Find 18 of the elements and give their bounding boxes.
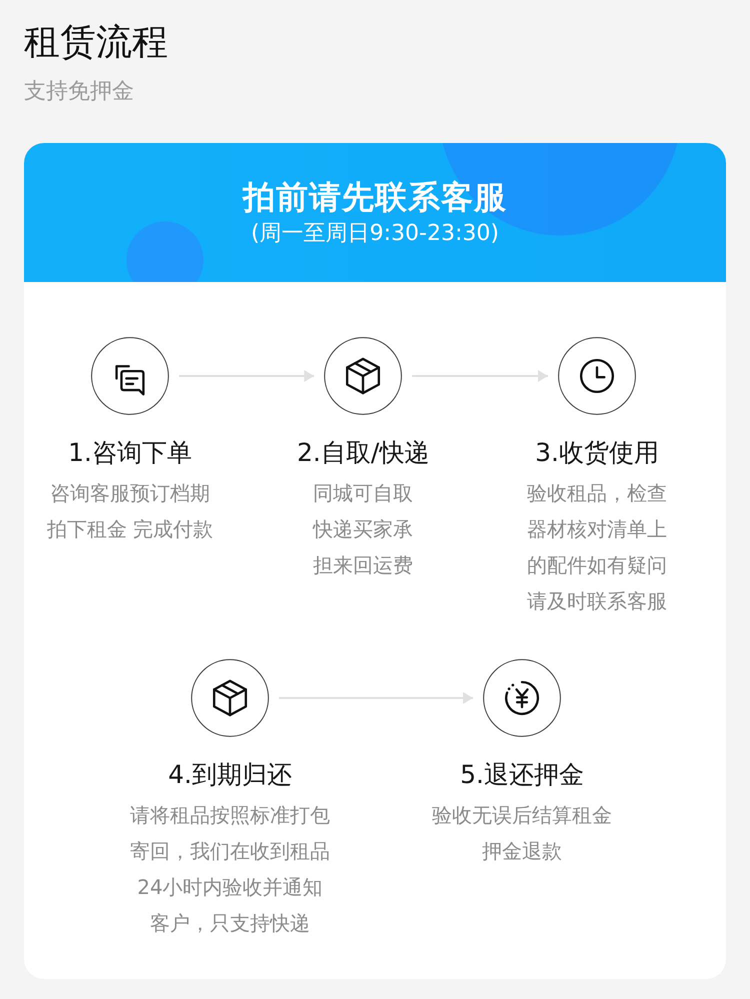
step-title: 4.到期归还 bbox=[168, 759, 292, 791]
arrow bbox=[179, 370, 314, 382]
step-title: 3.收货使用 bbox=[535, 437, 659, 469]
step-description: 同城可自取快递买家承担来回运费 bbox=[312, 480, 414, 579]
step-title: 2.自取/快递 bbox=[297, 437, 430, 469]
step-description: 咨询客服预订档期拍下租金 完成付款 bbox=[46, 480, 214, 543]
arrow bbox=[279, 692, 473, 704]
step-description: 验收无误后结算租金押金退款 bbox=[431, 802, 613, 865]
banner-subtitle: (周一至周日9:30-23:30) bbox=[251, 220, 499, 248]
step-title: 5.退还押金 bbox=[460, 759, 584, 791]
subtitle: 支持免押金 bbox=[24, 78, 134, 106]
step-title: 1.咨询下单 bbox=[68, 437, 192, 469]
step-description: 请将租品按照标准打包寄回，我们在收到租品24小时内验收并通知客户，只支持快递 bbox=[129, 802, 331, 937]
step-description: 验收租品，检查器材核对清单上的配件如有疑问请及时联系客服 bbox=[526, 480, 668, 615]
page-title: 租赁流程 bbox=[24, 21, 168, 65]
arrow bbox=[412, 370, 548, 382]
banner-title: 拍前请先联系客服 bbox=[243, 177, 507, 217]
header-banner bbox=[24, 143, 726, 282]
